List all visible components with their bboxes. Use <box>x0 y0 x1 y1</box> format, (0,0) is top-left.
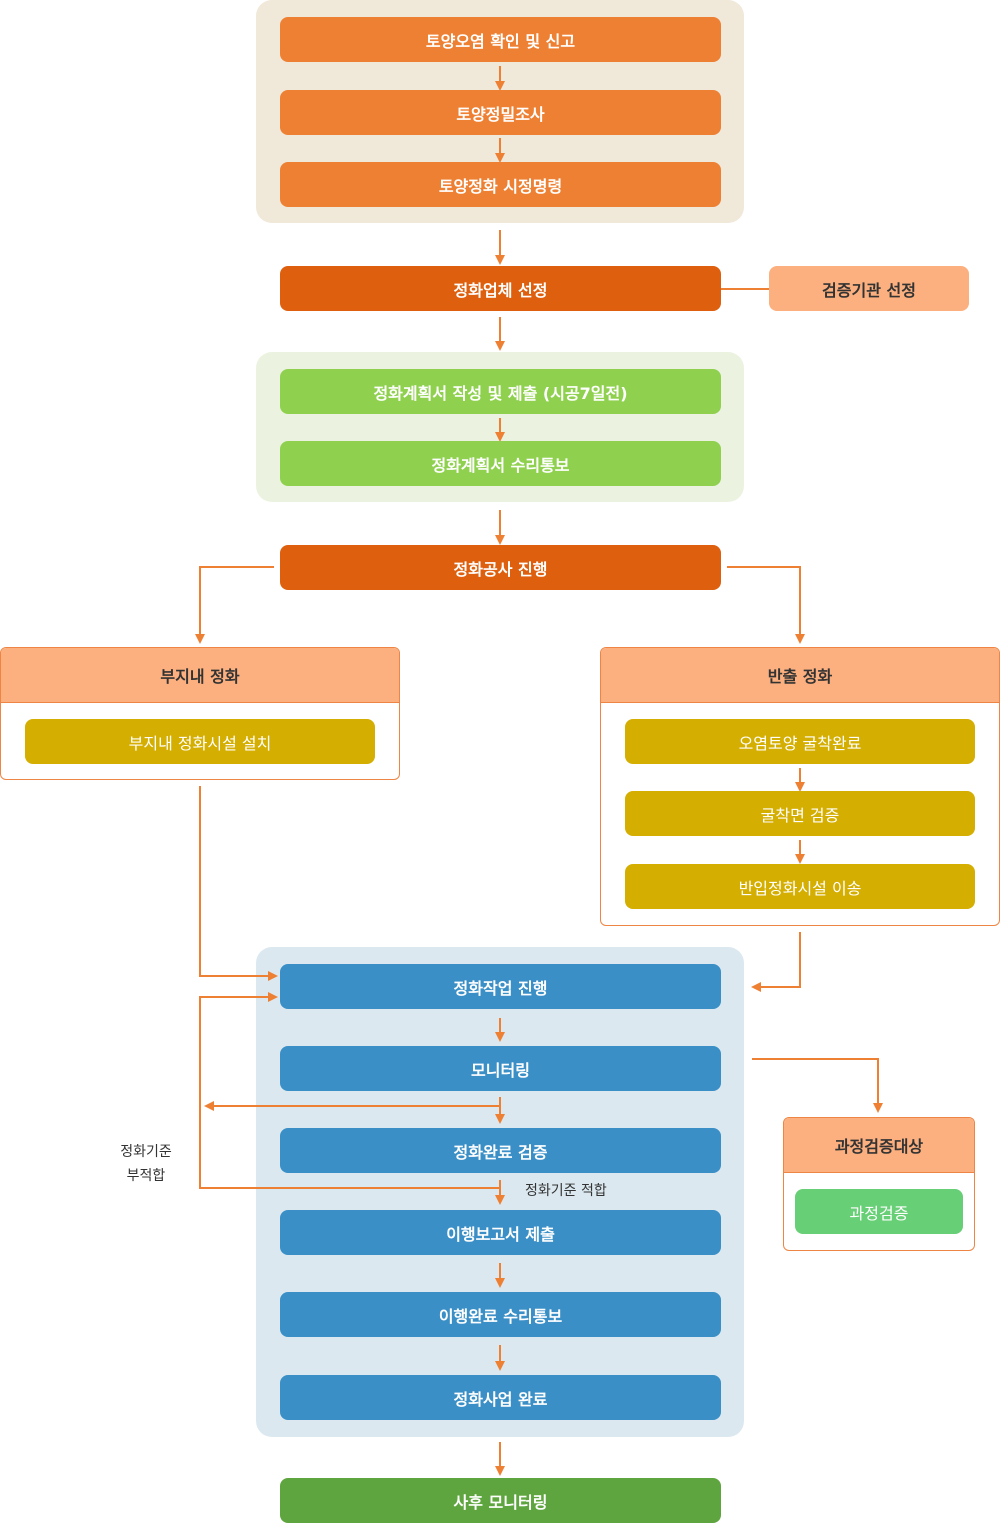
step-work-progress: 정화작업 진행 <box>280 964 721 1009</box>
step-cleanup-order: 토양정화 시정명령 <box>280 162 721 207</box>
process-verify-title: 과정검증대상 <box>784 1118 974 1173</box>
step-project-complete: 정화사업 완료 <box>280 1375 721 1420</box>
step-monitoring: 모니터링 <box>280 1046 721 1091</box>
step-detailed-survey: 토양정밀조사 <box>280 90 721 135</box>
step-confirm-report: 토양오염 확인 및 신고 <box>280 17 721 62</box>
offsite-item-transport: 반입정화시설 이송 <box>625 864 975 909</box>
fail-label: 정화기준 부적합 <box>96 1140 196 1188</box>
step-plan-submit: 정화계획서 작성 및 제출 (시공7일전) <box>280 369 721 414</box>
step-select-verifier: 검증기관 선정 <box>769 266 969 311</box>
step-completion-verify: 정화완료 검증 <box>280 1128 721 1173</box>
step-select-contractor: 정화업체 선정 <box>280 266 721 311</box>
pass-label: 정화기준 적합 <box>525 1183 607 1199</box>
onsite-item-install: 부지내 정화시설 설치 <box>25 719 375 764</box>
arrow-monitoring-to-process-verify <box>752 1058 883 1113</box>
process-verify-item: 과정검증 <box>795 1189 963 1234</box>
fail-label-line2: 부적합 <box>126 1168 166 1184</box>
arrow-construction-to-onsite <box>195 566 274 644</box>
arrow-onsite-to-work <box>199 786 278 981</box>
arrow-fail-loop-to-work <box>199 992 500 1189</box>
arrow-offsite-to-work <box>751 932 801 992</box>
step-plan-accept: 정화계획서 수리통보 <box>280 441 721 486</box>
offsite-cleanup-title: 반출 정화 <box>601 648 999 703</box>
step-report-accept: 이행완료 수리통보 <box>280 1292 721 1337</box>
offsite-item-excavation: 오염토양 굴착완료 <box>625 719 975 764</box>
offsite-item-surface-verify: 굴착면 검증 <box>625 791 975 836</box>
onsite-cleanup-title: 부지내 정화 <box>1 648 399 703</box>
step-report-submit: 이행보고서 제출 <box>280 1210 721 1255</box>
arrow-construction-to-offsite <box>727 566 805 644</box>
step-post-monitoring: 사후 모니터링 <box>280 1478 721 1523</box>
fail-label-line1: 정화기준 <box>120 1144 172 1160</box>
step-construction: 정화공사 진행 <box>280 545 721 590</box>
